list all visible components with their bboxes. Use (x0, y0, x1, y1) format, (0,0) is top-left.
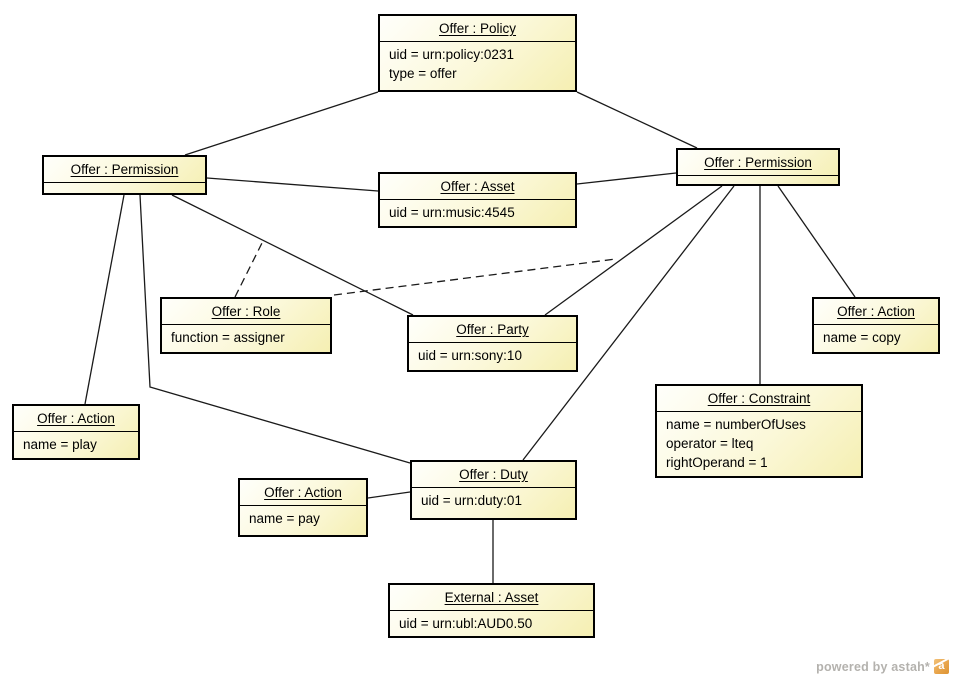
object-title: Offer : Asset (380, 174, 575, 200)
object-title-text: Offer : Party (456, 322, 529, 337)
object-title: Offer : Constraint (657, 386, 861, 412)
object-title-text: Offer : Duty (459, 467, 528, 482)
object-title-text: Offer : Constraint (707, 391, 811, 406)
uml-object-action-pay[interactable]: Offer : Action name = pay (238, 478, 368, 537)
object-title-text: Offer : Action (837, 304, 915, 319)
attribute-line: name = numberOfUses (666, 417, 806, 432)
object-attributes: uid = urn:duty:01 (412, 488, 575, 518)
object-attributes: name = copy (814, 325, 938, 352)
uml-object-policy[interactable]: Offer : Policy uid = urn:policy:0231 type … (378, 14, 577, 92)
object-title-text: Offer : Permission (70, 162, 179, 177)
object-attributes: uid = urn:sony:10 (409, 343, 576, 370)
link-asset-permission-right[interactable] (576, 172, 677, 185)
object-attributes: uid = urn:music:4545 (380, 200, 575, 226)
astah-logo-icon: a (934, 659, 949, 674)
object-attributes: uid = urn:ubl:AUD0.50 (390, 611, 593, 636)
watermark: powered by astah* a (816, 659, 949, 674)
attribute-line: uid = urn:policy:0231 (389, 47, 514, 62)
object-attributes: name = pay (240, 506, 366, 535)
uml-object-permission-left[interactable]: Offer : Permission (42, 155, 207, 195)
object-attributes: uid = urn:policy:0231 type = offer (380, 42, 575, 90)
link-permission-left-action-play[interactable] (84, 194, 125, 405)
object-title: Offer : Duty (412, 462, 575, 488)
object-title: Offer : Permission (44, 157, 205, 183)
uml-object-asset[interactable]: Offer : Asset uid = urn:music:4545 (378, 172, 577, 228)
link-policy-permission-right[interactable] (576, 91, 698, 149)
uml-object-party[interactable]: Offer : Party uid = urn:sony:10 (407, 315, 578, 372)
object-title-text: Offer : Permission (704, 155, 812, 170)
attribute-line: uid = urn:duty:01 (421, 493, 522, 508)
object-title: Offer : Action (240, 480, 366, 506)
attribute-line: function = assigner (171, 330, 285, 345)
attribute-line: name = copy (823, 330, 901, 345)
object-attributes (44, 183, 205, 193)
attribute-line: type = offer (389, 66, 457, 81)
uml-object-duty[interactable]: Offer : Duty uid = urn:duty:01 (410, 460, 577, 520)
link-action-pay-duty[interactable] (367, 491, 411, 499)
object-title: Offer : Action (14, 406, 138, 432)
object-title-text: Offer : Asset (440, 179, 515, 194)
uml-object-external-asset[interactable]: External : Asset uid = urn:ubl:AUD0.50 (388, 583, 595, 638)
object-title: Offer : Action (814, 299, 938, 325)
object-attributes (678, 176, 838, 184)
link-permission-right-duty[interactable] (522, 185, 735, 461)
attribute-line: uid = urn:music:4545 (389, 205, 515, 220)
object-title-text: External : Asset (444, 590, 539, 605)
object-title: Offer : Party (409, 317, 576, 343)
object-title: External : Asset (390, 585, 593, 611)
object-title-text: Offer : Role (211, 304, 281, 319)
object-title-text: Offer : Action (37, 411, 115, 426)
uml-object-action-copy[interactable]: Offer : Action name = copy (812, 297, 940, 354)
object-attributes: function = assigner (162, 325, 330, 352)
link-permission-right-party[interactable] (544, 185, 723, 316)
attribute-line: name = play (23, 437, 97, 452)
link-policy-permission-left[interactable] (184, 91, 379, 156)
uml-object-permission-right[interactable]: Offer : Permission (676, 148, 840, 186)
link-permission-left-asset[interactable] (206, 177, 379, 192)
object-attributes: name = numberOfUses operator = lteq rightO… (657, 412, 861, 476)
object-attributes: name = play (14, 432, 138, 458)
watermark-text: powered by astah* (816, 659, 930, 674)
attribute-line: operator = lteq (666, 436, 754, 451)
link-permission-left-party[interactable] (171, 194, 414, 316)
object-title: Offer : Permission (678, 150, 838, 176)
attribute-line: name = pay (249, 511, 320, 526)
uml-object-action-play[interactable]: Offer : Action name = play (12, 404, 140, 460)
uml-object-role[interactable]: Offer : Role function = assigner (160, 297, 332, 354)
connector-role-to-right-link[interactable] (333, 258, 617, 296)
object-title-text: Offer : Policy (438, 21, 517, 36)
attribute-line: uid = urn:sony:10 (418, 348, 522, 363)
attribute-line: uid = urn:ubl:AUD0.50 (399, 616, 533, 631)
object-title-text: Offer : Action (264, 485, 342, 500)
object-title: Offer : Role (162, 299, 330, 325)
attribute-line: rightOperand = 1 (666, 455, 768, 470)
link-permission-right-action-copy[interactable] (777, 185, 856, 298)
object-title: Offer : Policy (380, 16, 575, 42)
uml-object-constraint[interactable]: Offer : Constraint name = numberOfUses ope… (655, 384, 863, 478)
link-permission-left-duty[interactable] (139, 194, 411, 464)
connector-role-to-left-link[interactable] (234, 240, 264, 298)
